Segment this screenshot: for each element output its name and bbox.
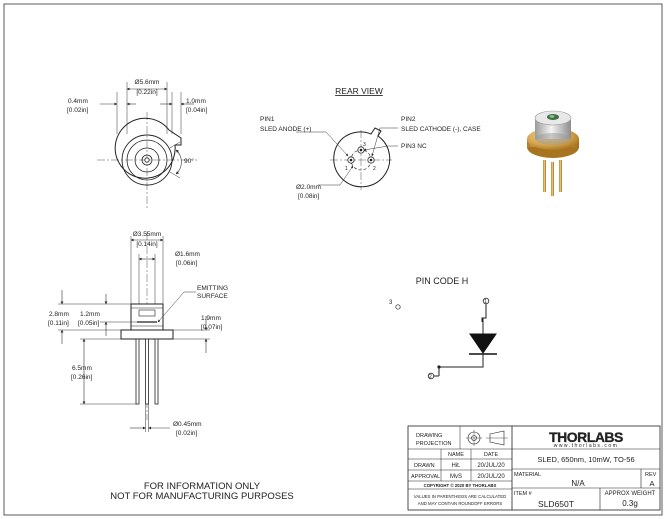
disclaimer-line-2: NOT FOR MANUFACTURING PURPOSES bbox=[110, 491, 294, 502]
drawing-projection-label-2: PROJECTION bbox=[416, 441, 451, 447]
rear-view bbox=[296, 127, 398, 190]
dim-right-tab-in: [0.04in] bbox=[186, 107, 208, 114]
dim-window-diameter-in: [0.14in] bbox=[136, 241, 158, 248]
dim-body-diameter: Ø5.6mm bbox=[135, 79, 160, 86]
dim-pin-length-in: [0.26in] bbox=[71, 374, 93, 381]
approval-name: MvS bbox=[450, 474, 462, 480]
dim-flange-thickness-in: [0.07in] bbox=[201, 324, 223, 331]
dim-height: 2.8mm bbox=[49, 311, 69, 318]
dim-cap-diameter-in: [0.06in] bbox=[176, 260, 198, 267]
dim-pin-circle-in: [0.08in] bbox=[298, 193, 320, 200]
diode-symbol bbox=[469, 333, 497, 354]
dim-pin-diameter-in: [0.02in] bbox=[176, 430, 198, 437]
dim-body-diameter-in: [0.22in] bbox=[136, 89, 158, 96]
approval-date: 20/JUL/20 bbox=[477, 474, 505, 480]
thorlabs-logo bbox=[544, 431, 630, 442]
emitting-surface-label-2: SURFACE bbox=[197, 293, 228, 300]
dim-pin-diameter: Ø0.45mm bbox=[173, 421, 202, 428]
material-label: MATERIAL bbox=[514, 472, 541, 478]
flange bbox=[120, 329, 174, 340]
pin-code-title: PIN CODE H bbox=[416, 276, 469, 286]
dim-left-flange: 0.4mm bbox=[68, 98, 88, 105]
side-view bbox=[58, 232, 210, 432]
dim-flange-thickness: 1.9mm bbox=[201, 315, 221, 322]
values-note-2: AND MAY CONTAIN ROUNDOFF ERRORS bbox=[418, 501, 503, 506]
pin-code-pin-1: 1 bbox=[484, 299, 487, 305]
rear-pin-num-1: 1 bbox=[345, 166, 348, 172]
rev-label: REV bbox=[645, 472, 657, 478]
sheet-border bbox=[3, 3, 663, 516]
drawn-name: Hit. bbox=[452, 463, 461, 469]
pin3-label: PIN3 NC bbox=[401, 143, 427, 150]
dim-emitting-offset-in: [0.05in] bbox=[78, 320, 100, 327]
material-value: N/A bbox=[571, 479, 585, 488]
dim-emitting-offset: 1.2mm bbox=[80, 311, 100, 318]
sled-package-illustration bbox=[527, 110, 579, 196]
pin-lead-1 bbox=[135, 338, 140, 405]
copyright: COPYRIGHT © 2020 BY THORLABS bbox=[424, 483, 497, 488]
item-label: ITEM # bbox=[514, 491, 533, 497]
dim-left-flange-in: [0.02in] bbox=[67, 107, 89, 114]
website: www.thorlabs.com bbox=[554, 443, 619, 449]
dim-window-diameter: Ø3.55mm bbox=[133, 231, 162, 238]
rear-flange-outline bbox=[333, 127, 391, 188]
dim-angle: 90° bbox=[184, 157, 194, 165]
front-view bbox=[97, 82, 197, 208]
col-date: DATE bbox=[484, 452, 499, 458]
values-note-1: VALUES IN PARENTHESIS ARE CALCULATED bbox=[414, 494, 506, 499]
title-block bbox=[407, 425, 661, 511]
projection-symbol-icon bbox=[466, 430, 508, 446]
flange-outline bbox=[114, 117, 182, 179]
disclaimer-line-1: FOR INFORMATION ONLY bbox=[144, 481, 261, 492]
rear-view-title: REAR VIEW bbox=[335, 86, 383, 96]
pin-lead-3 bbox=[154, 338, 159, 405]
row-approval: APPROVAL bbox=[411, 474, 440, 480]
rev-value: A bbox=[649, 479, 654, 488]
pin1-desc: SLED ANODE (+) bbox=[260, 126, 311, 133]
logo-text: THORLABS bbox=[549, 429, 623, 445]
weight-label: APPROX WEIGHT bbox=[605, 491, 656, 497]
pin-code-schematic bbox=[395, 297, 497, 380]
row-drawn: DRAWN bbox=[414, 463, 435, 469]
pin-code-pin-2: 2 bbox=[429, 374, 432, 380]
item-number: SLD650T bbox=[538, 499, 574, 509]
dim-right-tab: 1.0mm bbox=[186, 98, 206, 105]
pin1-label: PIN1 bbox=[260, 116, 275, 123]
pin-code-pin-3: 3 bbox=[389, 300, 393, 306]
weight-value: 0.3g bbox=[622, 499, 638, 508]
rear-pin-num-3: 3 bbox=[363, 142, 366, 148]
drawing-projection-label-1: DRAWING bbox=[416, 433, 442, 439]
drawn-date: 20/JUL/20 bbox=[477, 463, 505, 469]
pin2-label: PIN2 bbox=[401, 116, 416, 123]
pin2-desc: SLED CATHODE (-), CASE bbox=[401, 126, 481, 133]
rear-pin-num-2: 2 bbox=[373, 166, 376, 172]
emitting-surface-label-1: EMITTING bbox=[197, 285, 228, 292]
dim-pin-circle: Ø2.0mm bbox=[296, 184, 321, 191]
dim-pin-length: 6.5mm bbox=[72, 365, 92, 372]
dim-height-in: [0.11in] bbox=[48, 320, 69, 327]
pin-lead-2 bbox=[145, 338, 149, 405]
part-description: SLED, 650nm, 10mW, TO-56 bbox=[537, 455, 634, 464]
dim-cap-diameter: Ø1.6mm bbox=[175, 251, 200, 258]
col-name: NAME bbox=[448, 452, 464, 458]
